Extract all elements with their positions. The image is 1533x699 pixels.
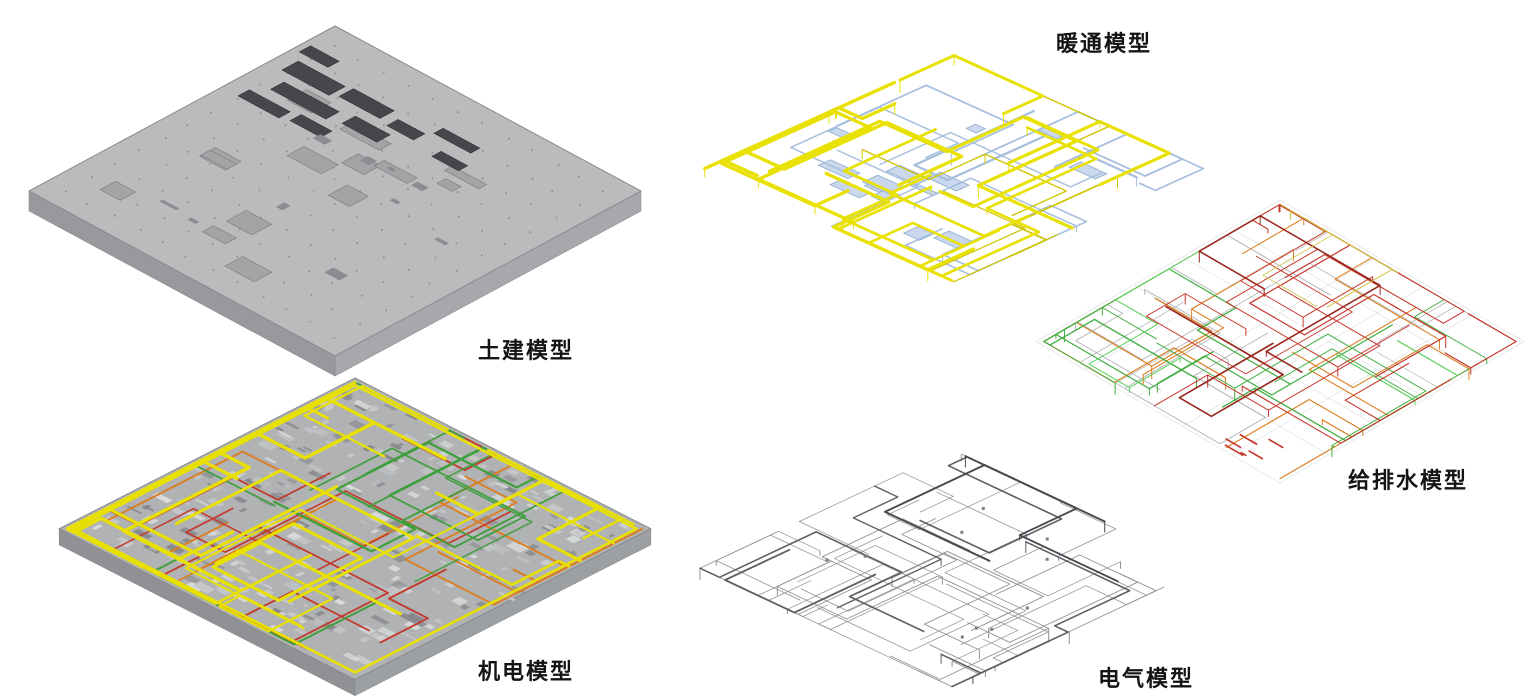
plumbing-model-label: 给排水模型 (1348, 468, 1469, 493)
electrical-model-canvas (699, 453, 1165, 688)
civil-model-label: 土建模型 (478, 338, 575, 363)
civil-model-canvas (27, 25, 643, 377)
plumbing-model-canvas (1036, 199, 1524, 484)
electrical-model-render (688, 438, 1218, 698)
hvac-model-canvas (702, 54, 1205, 283)
plumbing-model-render (1032, 192, 1533, 500)
mep-model-label: 机电模型 (478, 659, 575, 684)
mep-model-canvas (58, 377, 652, 697)
hvac-model-render (692, 42, 1222, 304)
hvac-model-label: 暖通模型 (1056, 31, 1153, 56)
civil-model-render (20, 8, 670, 378)
mep-model-render (50, 368, 680, 698)
electrical-model-label: 电气模型 (1098, 666, 1195, 691)
